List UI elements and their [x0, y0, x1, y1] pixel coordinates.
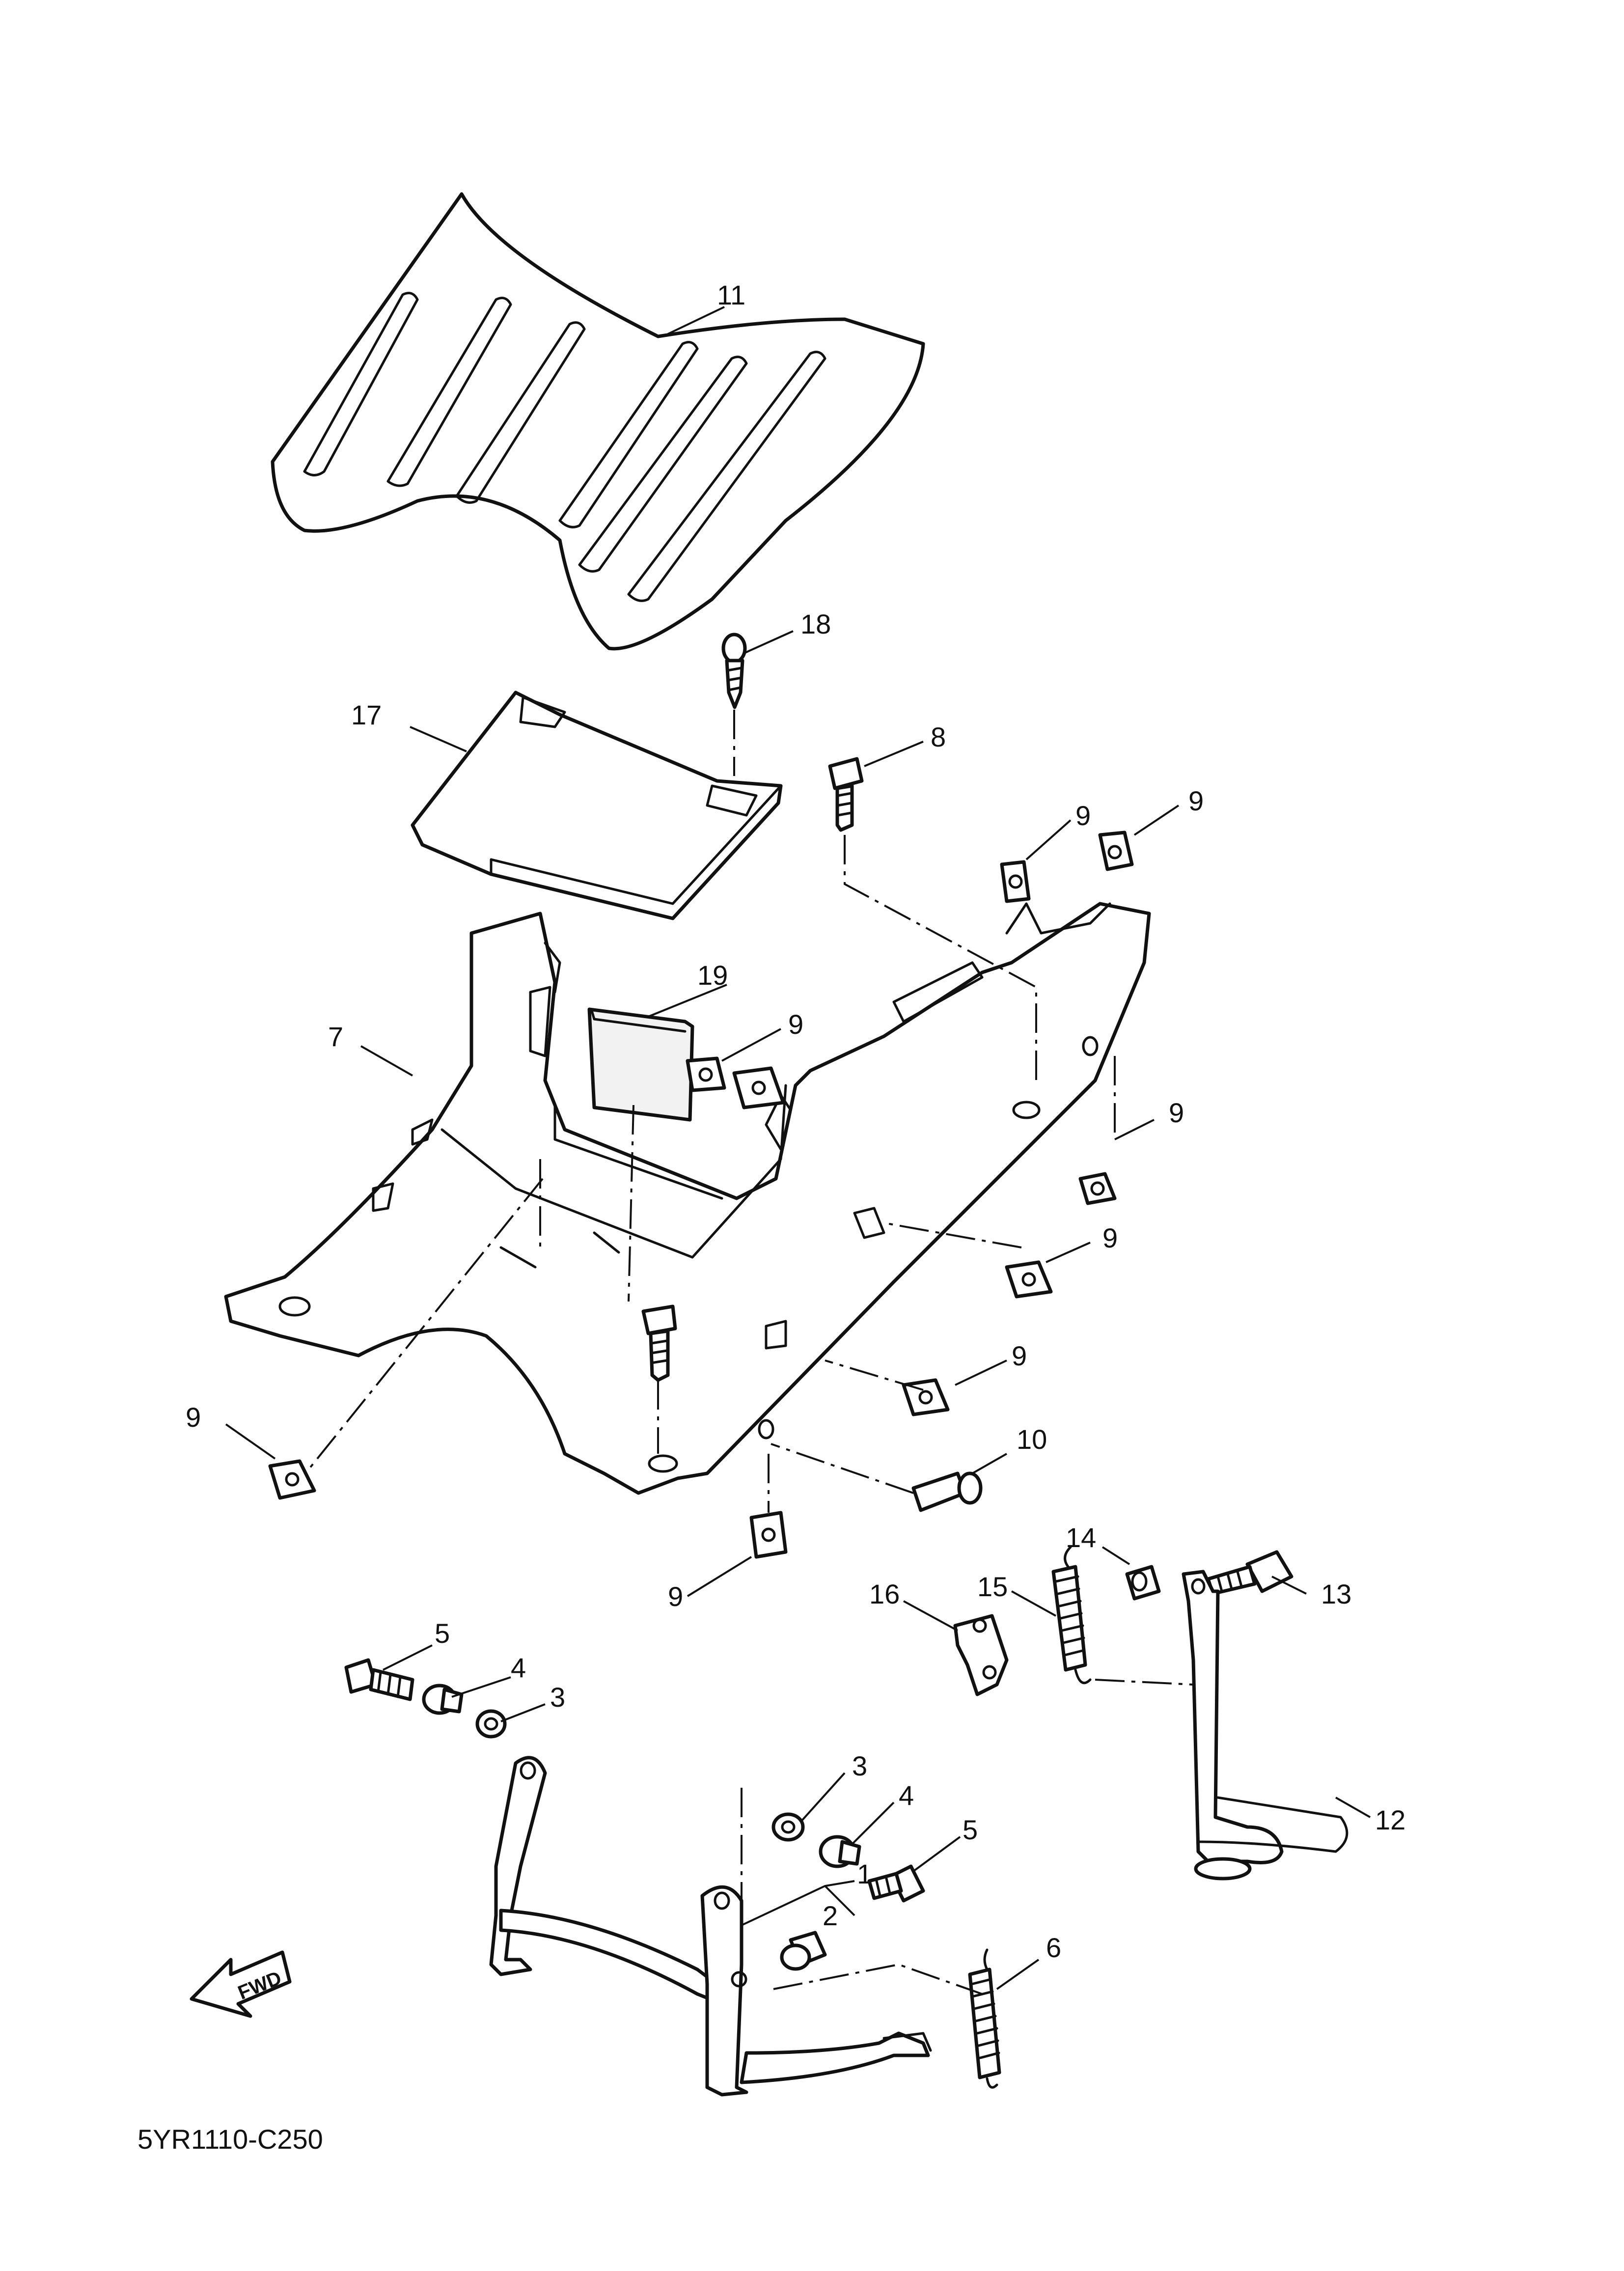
callout-5-b: 5 [963, 1814, 978, 1845]
callout-7: 7 [328, 1021, 343, 1052]
callout-9-f: 9 [1012, 1340, 1027, 1371]
callout-4-b: 4 [899, 1780, 914, 1811]
part-7-floor-board [224, 902, 1151, 1495]
part-9-clip-b [1098, 831, 1134, 871]
part-6-spring [968, 1948, 1001, 2089]
part-9-clip-f [1005, 1260, 1053, 1299]
part-14-collar [1125, 1565, 1161, 1601]
part-2-stopper [780, 1931, 827, 1971]
part-4-collar-right [819, 1835, 861, 1868]
callout-10: 10 [1017, 1424, 1047, 1455]
part-10-screw [911, 1471, 983, 1512]
callout-6: 6 [1046, 1932, 1061, 1963]
fwd-arrow-icon: FWD [190, 1950, 292, 2018]
callout-14: 14 [1066, 1522, 1096, 1553]
part-16-bracket [953, 1614, 1009, 1696]
callout-9-a: 9 [1075, 800, 1091, 831]
callout-15: 15 [977, 1571, 1008, 1602]
callout-3-a: 3 [550, 1682, 565, 1713]
callout-2: 2 [823, 1900, 838, 1931]
callout-5-a: 5 [435, 1618, 450, 1649]
leader-lines [225, 306, 1371, 1990]
callout-17: 17 [351, 699, 382, 730]
part-9-clip-g [902, 1378, 950, 1416]
callout-19: 19 [697, 960, 728, 991]
callout-8: 8 [931, 721, 946, 752]
callout-labels: 11 18 17 8 9 9 19 9 7 9 9 9 9 10 9 14 13… [186, 279, 1405, 1963]
part-8-bolt-lower [641, 1304, 677, 1382]
callout-9-b: 9 [1188, 785, 1204, 816]
part-19-pad [587, 1007, 694, 1122]
part-5-bolt-left [344, 1658, 414, 1701]
callout-9-h: 9 [668, 1581, 683, 1612]
callout-3-b: 3 [852, 1750, 867, 1781]
callout-9-g: 9 [186, 1402, 201, 1433]
part-18-screw [721, 633, 747, 709]
part-9-clip-h [268, 1459, 316, 1500]
part-3-washer-right [771, 1812, 805, 1842]
callout-9-e: 9 [1102, 1222, 1118, 1253]
part-9-clip-i [749, 1511, 788, 1559]
callout-9-d: 9 [1169, 1097, 1184, 1128]
part-9-clip-c [686, 1056, 726, 1092]
diagram-code: 5YR1110-C250 [138, 2124, 323, 2155]
part-3-washer-left [475, 1709, 507, 1739]
callout-12: 12 [1375, 1804, 1405, 1835]
part-8-bolt [828, 757, 864, 832]
part-9-clip-d [732, 1066, 785, 1109]
part-11-floor-mat [271, 192, 925, 651]
part-4-collar-left [422, 1684, 464, 1715]
callout-9-c: 9 [788, 1009, 803, 1040]
part-9-clip-a [1000, 860, 1031, 903]
callout-11: 11 [717, 279, 745, 310]
callout-18: 18 [800, 609, 831, 639]
assembly-lines [308, 710, 1194, 1995]
part-9-clip-e [1078, 1172, 1117, 1205]
callout-1: 1 [857, 1858, 872, 1889]
part-13-bolt [1206, 1550, 1294, 1596]
part-5-bolt-right [867, 1864, 925, 1903]
part-17-lid [411, 691, 783, 920]
callout-16: 16 [869, 1579, 900, 1609]
part-12-side-stand [1182, 1570, 1349, 1881]
part-15-spring [1051, 1546, 1092, 1685]
part-1-main-stand [489, 1756, 932, 2097]
callout-4-a: 4 [511, 1652, 526, 1683]
callout-13: 13 [1321, 1579, 1351, 1609]
